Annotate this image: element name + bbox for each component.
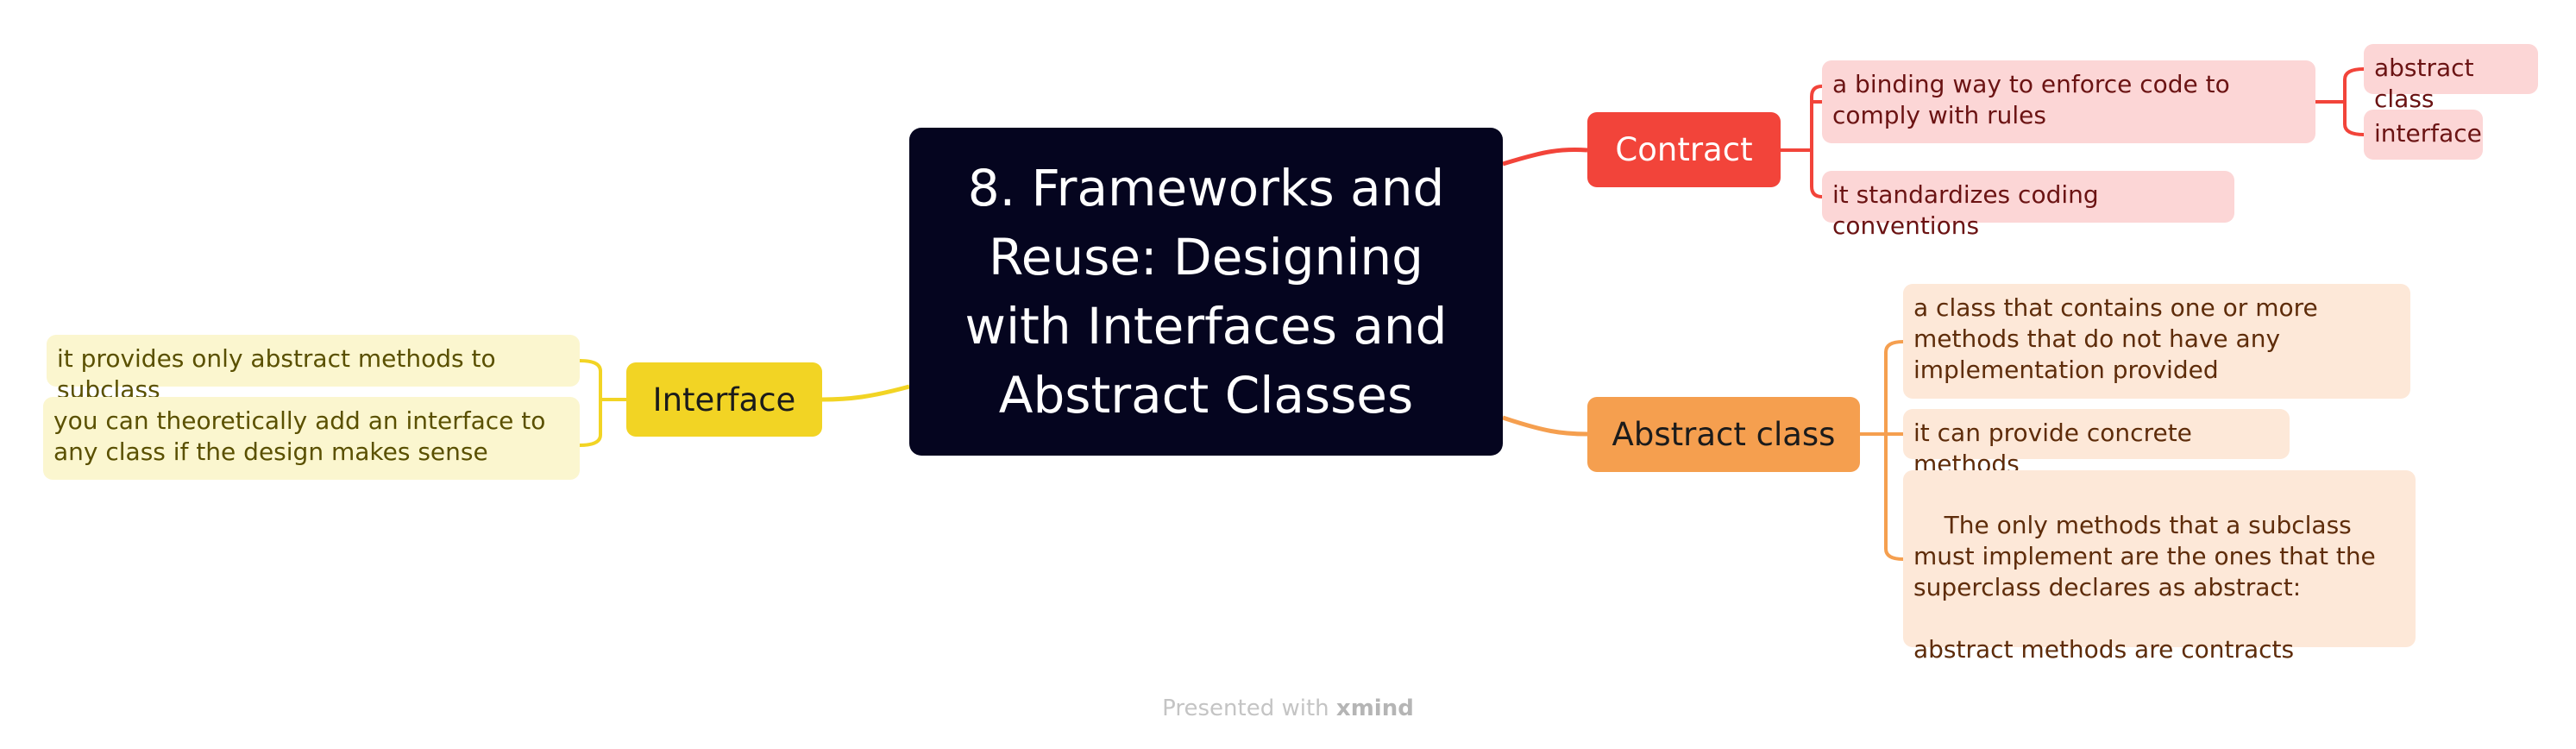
connector-central-contract	[1502, 147, 1588, 167]
abstract-subtopic-subclass-methods[interactable]: The only methods that a subclass must im…	[1903, 470, 2416, 664]
branch-interface-label: Interface	[652, 381, 796, 419]
subtopic-label: you can theoretically add an interface t…	[53, 406, 546, 466]
subtopic-label: abstract class	[2374, 54, 2474, 113]
interface-subtopic-add-to-any-class[interactable]: you can theoretically add an interface t…	[43, 397, 580, 480]
branch-interface[interactable]: Interface	[626, 362, 822, 437]
connector-binding-bracket	[2315, 67, 2365, 136]
central-topic-label: 8. Frameworks and Reuse: Designing with …	[964, 159, 1448, 425]
binding-subtopic-abstract-class[interactable]: abstract class	[2364, 44, 2538, 113]
contract-subtopic-binding-way[interactable]: a binding way to enforce code to comply …	[1822, 60, 2315, 143]
subtopic-label: a class that contains one or more method…	[1913, 293, 2318, 384]
subtopic-label: interface	[2374, 119, 2482, 148]
central-topic[interactable]: 8. Frameworks and Reuse: Designing with …	[909, 128, 1503, 456]
branch-contract-label: Contract	[1615, 131, 1753, 168]
branch-contract[interactable]: Contract	[1587, 112, 1781, 187]
abstract-subtopic-concrete-methods[interactable]: it can provide concrete methods	[1903, 409, 2290, 478]
interface-subtopic-abstract-methods[interactable]: it provides only abstract methods to sub…	[47, 335, 580, 404]
abstract-subtopic-definition[interactable]: a class that contains one or more method…	[1903, 284, 2410, 399]
connector-central-abstract-class	[1502, 415, 1588, 437]
connector-central-interface	[821, 384, 910, 402]
subtopic-label: it standardizes coding conventions	[1832, 180, 2099, 240]
connector-contract-bracket	[1781, 85, 1823, 198]
contract-subtopic-standardizes[interactable]: it standardizes coding conventions	[1822, 171, 2234, 240]
footer-prefix: Presented with	[1162, 696, 1329, 721]
presented-with-footer: Presented with xmind	[0, 696, 2576, 721]
subtopic-label: a binding way to enforce code to comply …	[1832, 70, 2230, 129]
binding-subtopic-interface[interactable]: interface	[2364, 110, 2483, 160]
branch-abstract-class[interactable]: Abstract class	[1587, 397, 1860, 472]
subtopic-label: The only methods that a subclass must im…	[1913, 511, 2376, 664]
branch-abstract-class-label: Abstract class	[1612, 416, 1836, 453]
connector-interface-bracket	[579, 359, 626, 447]
xmind-brand-text[interactable]: xmind	[1335, 696, 1414, 721]
connector-abstract-bracket	[1860, 340, 1904, 561]
subtopic-label: it can provide concrete methods	[1913, 419, 2192, 478]
